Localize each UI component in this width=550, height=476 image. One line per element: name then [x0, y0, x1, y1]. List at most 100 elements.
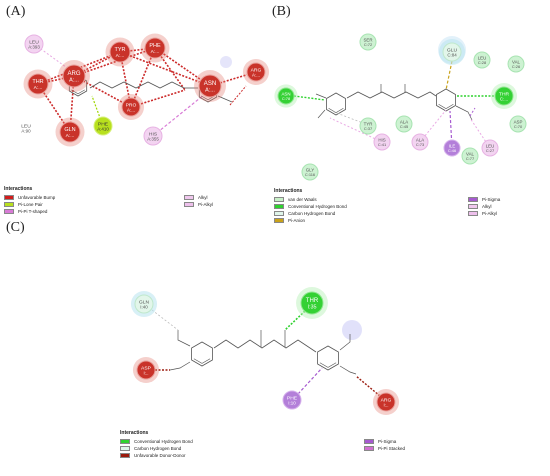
residue-a-phe1[interactable]: PHEA:... [140, 33, 170, 63]
residue-disc [59, 121, 81, 143]
legend-label: Carbon Hydrogen Bond [134, 446, 182, 451]
legend-label: Conventional Hydrogen Bond [288, 204, 347, 209]
legend-b-item: van der Waals [274, 196, 468, 203]
swatch-pi-anion [274, 218, 284, 223]
residue-number: I:40 [140, 304, 148, 309]
residue-number: C:72 [364, 42, 372, 47]
legend-b-item: Conventional Hydrogen Bond [274, 203, 468, 210]
swatch-pi-pi-stacked [364, 446, 374, 451]
residue-number: A:393 [28, 44, 40, 49]
residue-name: VAL [466, 151, 475, 156]
ring-inner-bond [71, 89, 85, 95]
residue-disc [411, 133, 429, 151]
legend-a-item: Pi-Lone Pair [4, 201, 184, 208]
conventional-hbond-line [284, 310, 306, 331]
residue-a-arg[interactable]: ARGA:... [58, 60, 90, 92]
swatch-alkyl [468, 204, 478, 209]
legend-label: Pi-Lone Pair [18, 202, 43, 207]
legend-b-title: Interactions [274, 188, 303, 194]
aromatic-ring-b-right [436, 88, 456, 112]
residue-number: C:78 [282, 96, 291, 101]
swatch-carbon-hbond [274, 211, 284, 216]
ligand-bond [177, 330, 191, 347]
legend-c-item: Carbon Hydrogen Bond [120, 445, 364, 452]
residue-disc [395, 115, 413, 133]
residue-number: C:27 [486, 148, 494, 153]
residue-number: C:45 [400, 124, 409, 129]
residue-a-tyr[interactable]: TYRA:... [105, 37, 135, 67]
unfavorable-bump-line [130, 89, 186, 108]
legend-label: Alkyl [198, 195, 208, 200]
unfavorable-bump-line [37, 83, 71, 133]
residue-disc [144, 37, 166, 59]
residue-a-thr[interactable]: THRA:... [23, 69, 53, 99]
swatch-conv-hbond [274, 204, 284, 209]
legend-c-item: Pi-Pi Stacked [364, 445, 405, 452]
legend-a-item: Unfavorable Bump [4, 194, 184, 201]
residue-name: THR [306, 298, 319, 304]
residue-number: I:35 [307, 304, 316, 310]
residue-disc [461, 147, 479, 165]
residue-b-thr[interactable]: THRC:... [490, 82, 518, 110]
legend-a: Interactions Unfavorable Bump Pi-Lone Pa… [4, 186, 254, 215]
legend-label: Pi-Pi T-shaped [18, 209, 48, 214]
swatch-carbon-hbond [120, 446, 130, 451]
residue-name: TYR [364, 121, 373, 126]
legend-c-title: Interactions [120, 430, 149, 436]
residue-disc [27, 73, 49, 95]
residue-name: ASP [141, 365, 152, 371]
swatch-alkyl [184, 195, 194, 200]
residue-number: C:... [500, 96, 508, 101]
aromatic-ring-c-left [191, 341, 213, 367]
residue-a-asn[interactable]: ASNA:... [194, 70, 226, 102]
ligand-bond [89, 81, 185, 89]
residue-name: ASP [514, 119, 523, 124]
residue-name: ARG [251, 67, 262, 73]
conventional-hbond-line [293, 95, 326, 101]
residue-a-arg2[interactable]: ARGA:... [242, 58, 270, 86]
residue-name: SER [363, 37, 372, 42]
residue-number: I:.. [144, 370, 149, 375]
residue-a-gln[interactable]: GLNA:... [55, 117, 85, 147]
residue-name: GLN [139, 299, 150, 305]
ligand-bond [455, 105, 473, 121]
residue-number: C:70 [514, 124, 523, 129]
residue-disc [300, 291, 324, 315]
legend-label: Pi-Alkyl [198, 202, 214, 207]
residue-disc [121, 97, 141, 117]
legend-label: Carbon Hydrogen Bond [288, 211, 336, 216]
legend-label: Pi-Pi Stacked [378, 446, 406, 451]
residue-number: A:... [69, 77, 79, 83]
residue-name: ARG [381, 397, 392, 403]
legend-b-item: Pi-Anion [274, 217, 468, 224]
residue-disc [109, 41, 131, 63]
alkyl-line [33, 43, 71, 71]
residue-number: A:90 [21, 128, 31, 133]
residue-a-pro[interactable]: PROA:... [117, 93, 145, 121]
ligand-bond [346, 91, 437, 99]
swatch-pi-sigma [364, 439, 374, 444]
